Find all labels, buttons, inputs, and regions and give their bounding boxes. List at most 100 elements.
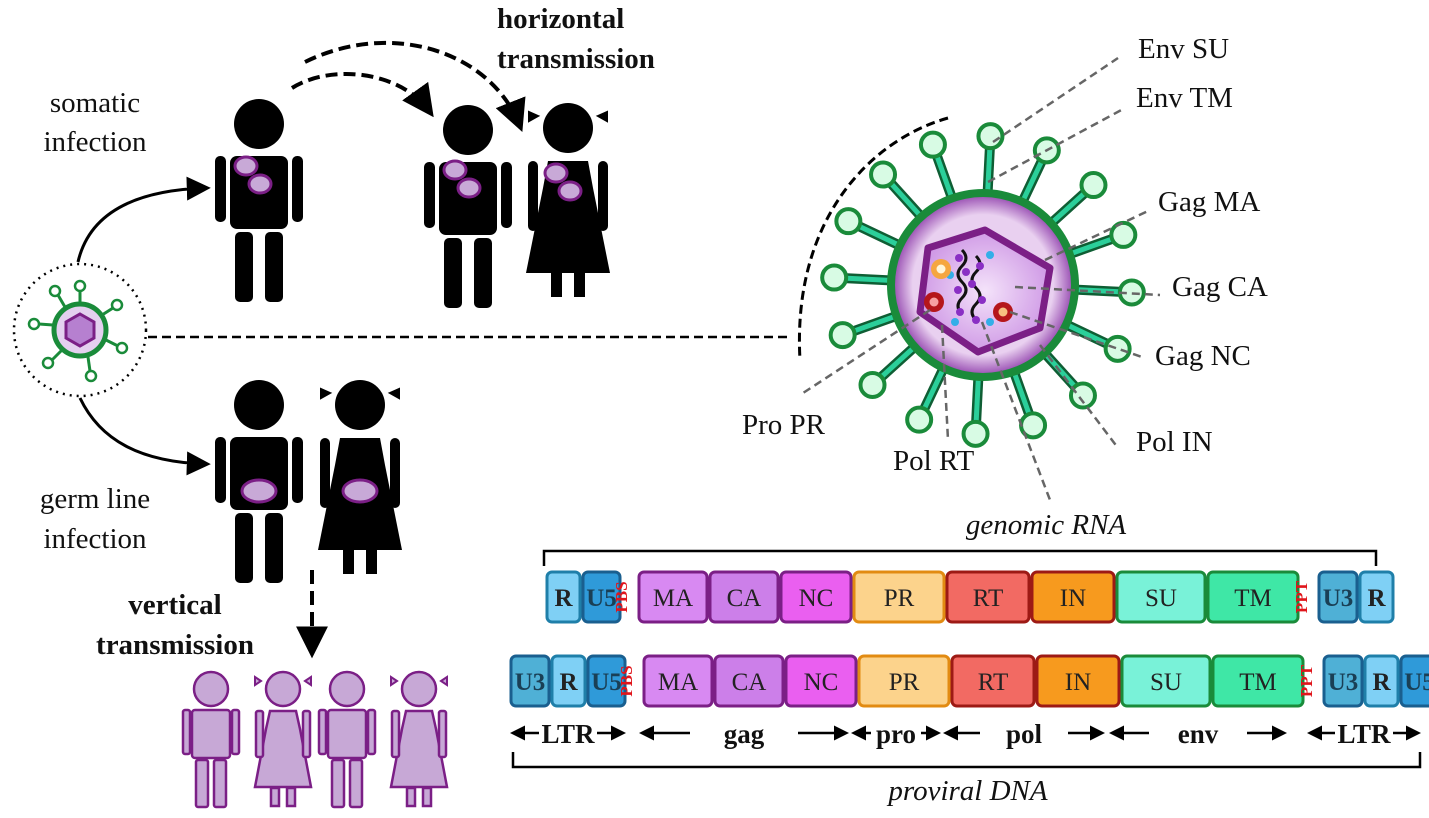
- segment-rt: RT: [950, 654, 1036, 708]
- germline-infected-male: [215, 380, 303, 583]
- pol-rt-label: Pol RT: [893, 445, 975, 477]
- svg-text:TM: TM: [1239, 669, 1277, 696]
- env-spike: [905, 361, 950, 434]
- svg-text:U3: U3: [1328, 669, 1359, 696]
- segment-u3: U3: [509, 654, 551, 708]
- germline-infected-female: [317, 379, 403, 575]
- env-spike: [858, 340, 922, 399]
- segment-r: R: [1358, 570, 1395, 624]
- svg-text:U5: U5: [591, 669, 622, 696]
- transmission-panel: somatic infection germ line infection ho…: [12, 3, 788, 809]
- svg-text:pol: pol: [1006, 719, 1043, 749]
- segment-tm: TM: [1211, 654, 1305, 708]
- env-spike: [1062, 220, 1138, 260]
- svg-text:MA: MA: [658, 669, 698, 696]
- env-spike: [1008, 364, 1048, 440]
- genomic-rna-title: genomic RNA: [966, 509, 1127, 541]
- svg-text:PR: PR: [884, 585, 915, 612]
- reverse-transcriptase-icon: [924, 292, 1013, 322]
- svg-text:U3: U3: [515, 669, 546, 696]
- segment-u5: U5: [581, 570, 622, 624]
- svg-text:U3: U3: [1323, 585, 1354, 612]
- envelope-spikes: [820, 122, 1146, 448]
- segment-in: IN: [1035, 654, 1121, 708]
- segment-in: IN: [1030, 570, 1116, 624]
- segment-r: R: [1363, 654, 1400, 708]
- vertical-transmission-label-line1: vertical: [128, 589, 221, 621]
- svg-text:pro: pro: [876, 719, 916, 749]
- segment-pr: PR: [857, 654, 951, 708]
- offspring-male-1: [181, 670, 241, 809]
- svg-text:R: R: [1367, 585, 1386, 612]
- segment-tm: TM: [1206, 570, 1300, 624]
- somatic-arrow: [76, 176, 211, 263]
- env-spike: [976, 122, 1005, 201]
- segment-ca: CA: [708, 570, 780, 624]
- env-su-label: Env SU: [1138, 33, 1229, 65]
- svg-text:R: R: [554, 585, 573, 612]
- svg-text:SU: SU: [1150, 669, 1182, 696]
- virion-diagram: Env SU Env TM Gag MA Gag CA Gag NC Pol I…: [742, 33, 1268, 501]
- protease-icon: [931, 259, 951, 279]
- svg-text:gag: gag: [724, 719, 765, 749]
- segment-pr: PR: [852, 570, 946, 624]
- region-env: env: [1109, 719, 1287, 749]
- env-spike: [918, 130, 958, 206]
- env-tm-label: Env TM: [1136, 82, 1233, 114]
- segment-r: R: [545, 570, 582, 624]
- ppt-label: PPT: [1292, 580, 1311, 613]
- svg-text:NC: NC: [799, 585, 834, 612]
- gag-ca-label: Gag CA: [1172, 271, 1268, 303]
- offspring-male-2: [317, 670, 377, 809]
- svg-text:PR: PR: [889, 669, 920, 696]
- svg-text:env: env: [1178, 719, 1219, 749]
- env-spike: [869, 160, 928, 224]
- segment-ma: MA: [637, 570, 709, 624]
- region-gag: gag: [639, 719, 849, 749]
- horizontal-transmission-label-line2: transmission: [497, 43, 655, 75]
- horizontal-infected-female: [525, 102, 611, 298]
- region-ltr: LTR: [510, 719, 626, 749]
- nucleocapsid-dots: [954, 254, 986, 324]
- pro-pr-label: Pro PR: [742, 409, 826, 441]
- segment-su: SU: [1120, 654, 1212, 708]
- horizontal-infected-male: [424, 105, 512, 308]
- small-virus-icon: [12, 262, 148, 398]
- proviral-dna-title: proviral DNA: [886, 775, 1048, 807]
- env-spike: [961, 369, 990, 448]
- dna-bracket: [511, 752, 1422, 769]
- svg-text:LTR: LTR: [1337, 719, 1391, 749]
- pol-in-label: Pol IN: [1136, 426, 1213, 458]
- somatic-infection-label-line2: infection: [43, 126, 147, 158]
- env-spike: [1059, 318, 1132, 363]
- virion-zoom-arc: [797, 116, 949, 361]
- region-pol: pol: [943, 719, 1105, 749]
- svg-text:CA: CA: [727, 585, 762, 612]
- env-spike: [1044, 171, 1108, 230]
- germline-arrow: [78, 397, 211, 476]
- svg-text:CA: CA: [732, 669, 767, 696]
- rna-bracket: [542, 549, 1378, 566]
- svg-text:IN: IN: [1065, 669, 1091, 696]
- vertical-transmission-label-line2: transmission: [96, 629, 254, 661]
- segment-u3: U3: [1322, 654, 1364, 708]
- svg-text:R: R: [1372, 669, 1391, 696]
- svg-text:TM: TM: [1234, 585, 1272, 612]
- segment-ma: MA: [642, 654, 714, 708]
- horizontal-transmission-label-line1: horizontal: [497, 3, 624, 35]
- segment-u3: U3: [1317, 570, 1359, 624]
- pbs-label: PBS: [617, 665, 636, 696]
- somatic-infected-male: [215, 99, 303, 302]
- svg-text:RT: RT: [973, 585, 1003, 612]
- env-spike: [820, 263, 899, 292]
- svg-text:R: R: [559, 669, 578, 696]
- svg-text:MA: MA: [653, 585, 693, 612]
- offspring-female-1: [253, 670, 313, 808]
- germ-line-infection-label-line1: germ line: [40, 483, 150, 515]
- segment-rt: RT: [945, 570, 1031, 624]
- svg-text:SU: SU: [1145, 585, 1177, 612]
- svg-text:NC: NC: [804, 669, 839, 696]
